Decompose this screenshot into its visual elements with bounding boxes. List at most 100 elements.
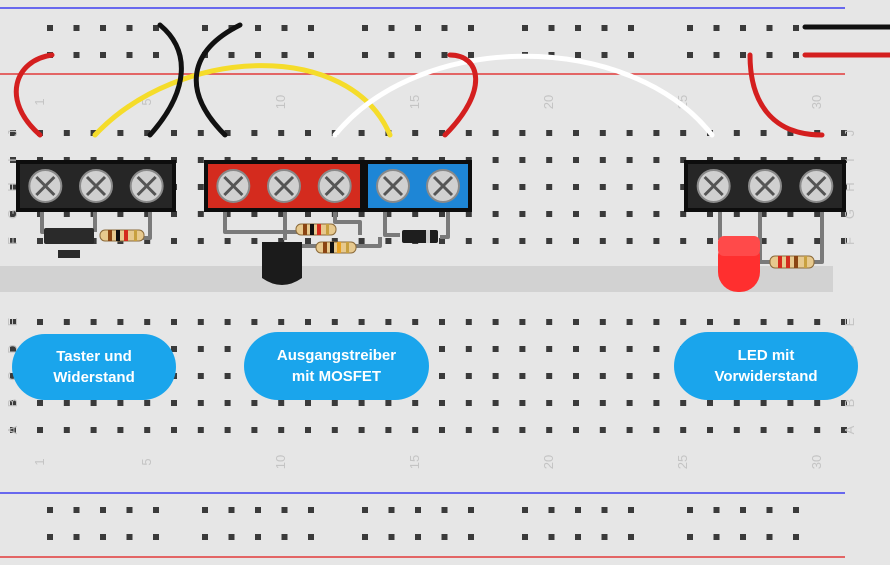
led-terminal [684, 160, 846, 212]
rail-hole [202, 25, 208, 31]
hole [331, 427, 338, 433]
hole [278, 130, 285, 136]
wire-white-long [332, 53, 715, 138]
hole [465, 427, 472, 433]
hole [224, 238, 231, 244]
hole [599, 346, 606, 352]
row-letter: B [5, 399, 20, 408]
rail-hole [687, 507, 693, 513]
rail-hole [441, 25, 448, 31]
bubble-button-resistor: Taster und Widerstand [12, 334, 176, 400]
hole [439, 130, 445, 136]
hole [358, 130, 365, 136]
hole [331, 319, 338, 325]
row-letter: J [842, 130, 857, 137]
hole [573, 238, 579, 244]
column-number: 5 [139, 458, 154, 465]
hole [599, 211, 606, 217]
hole [439, 319, 445, 325]
rail-hole [281, 52, 288, 58]
resistor-pulldown [315, 241, 357, 254]
hole [626, 373, 633, 379]
bubble-output-driver: Ausgangstreiber mit MOSFET [244, 332, 429, 400]
hole [331, 238, 338, 244]
rail-hole [468, 534, 474, 540]
hole [599, 400, 606, 406]
hole [10, 184, 16, 190]
rail-hole [713, 507, 720, 513]
rail-hole [281, 25, 288, 31]
rail-hole [388, 507, 395, 513]
hole [680, 130, 687, 136]
rail-hole [362, 52, 368, 58]
hole [546, 400, 553, 406]
wire-red-input [13, 52, 55, 138]
rail-hole [73, 52, 80, 58]
hole [492, 157, 499, 163]
row-letter: H [5, 182, 20, 191]
hole [171, 427, 177, 433]
rail-hole [126, 25, 133, 31]
hole [492, 238, 499, 244]
hole [37, 238, 43, 244]
hole [412, 400, 419, 406]
hole [653, 184, 660, 190]
rail-hole [687, 25, 693, 31]
hole [599, 319, 606, 325]
hole [680, 319, 687, 325]
row-letter: B [842, 399, 857, 408]
hole [224, 346, 231, 352]
hole [546, 130, 553, 136]
hole [117, 427, 124, 433]
hole [599, 130, 606, 136]
rail-hole [100, 507, 106, 513]
hole [626, 157, 633, 163]
hole [519, 400, 526, 406]
hole [439, 373, 445, 379]
hole [465, 238, 472, 244]
rail-hole [713, 534, 720, 540]
hole [599, 427, 606, 433]
rail-hole [628, 507, 634, 513]
rail-hole [228, 507, 235, 513]
hole [439, 211, 445, 217]
hole [197, 346, 204, 352]
hole [573, 427, 579, 433]
hole [841, 211, 847, 217]
hole [305, 130, 311, 136]
rail-hole [628, 52, 634, 58]
row-letter: D [5, 344, 20, 353]
input-terminal [16, 160, 176, 212]
rail-hole [740, 25, 746, 31]
hole [814, 211, 821, 217]
rail-hole [281, 507, 288, 513]
rail-hole [100, 52, 106, 58]
hole [573, 319, 579, 325]
hole [197, 400, 204, 406]
column-number: 10 [273, 95, 288, 109]
hole [733, 211, 740, 217]
row-letter: F [842, 237, 857, 245]
wire-black-1 [147, 22, 184, 138]
hole [680, 238, 687, 244]
screw-slot [703, 175, 724, 197]
hole [251, 211, 258, 217]
rail-hole [766, 507, 773, 513]
rail-hole [601, 507, 608, 513]
hole [546, 373, 553, 379]
rail-hole [47, 507, 53, 513]
hole [439, 346, 445, 352]
hole [224, 211, 231, 217]
resistor-input [99, 229, 145, 242]
hole [197, 427, 204, 433]
grid-labels: 115510101515202025253030JJIIHHGGFFEEDDCC… [5, 95, 857, 469]
hole [733, 400, 740, 406]
row-letter: E [5, 317, 20, 326]
screw-slot [273, 175, 295, 197]
screw-slot [806, 175, 827, 197]
resistor-gate [295, 223, 337, 236]
hole [358, 319, 365, 325]
rail-hole [228, 52, 235, 58]
hole [144, 238, 151, 244]
